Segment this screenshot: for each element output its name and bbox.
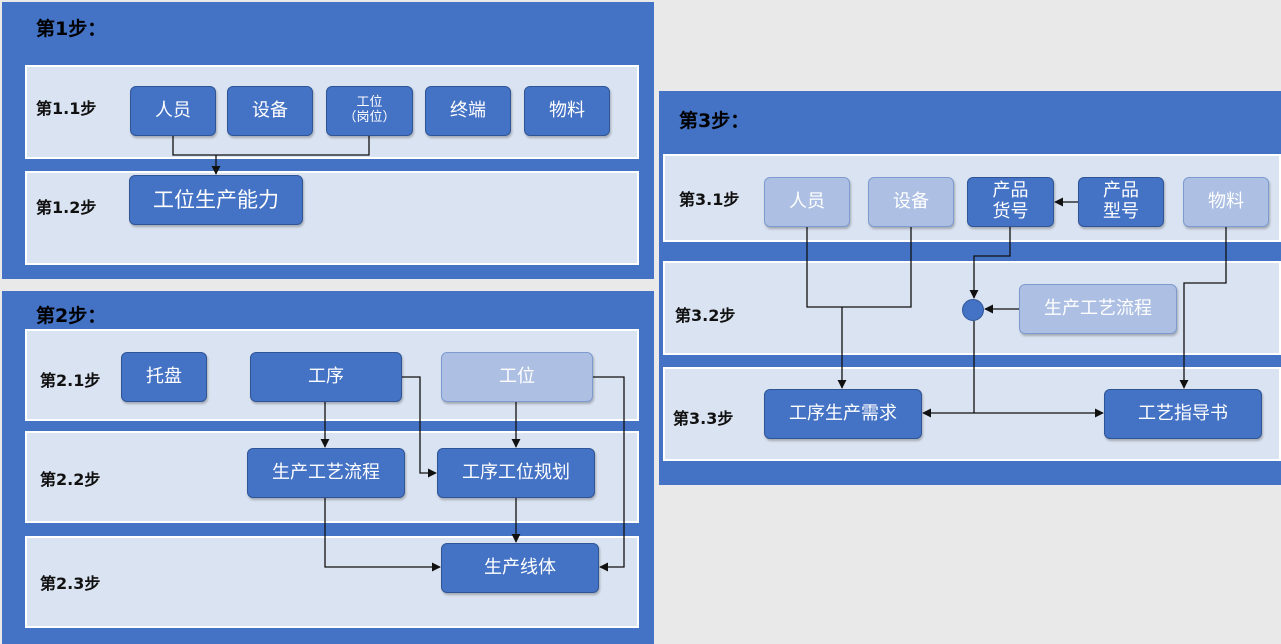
step2-panel: 第2步：: [2, 291, 654, 644]
s3-product-model-label-1: 产品: [1103, 180, 1139, 202]
s3-flow-box[interactable]: 生产工艺流程: [1019, 284, 1177, 334]
s1-terminal-label: 终端: [450, 99, 486, 121]
s3-demand-box[interactable]: 工序生产需求: [764, 389, 922, 439]
step2-title: 第2步：: [36, 305, 107, 327]
s3-material-label: 物料: [1208, 190, 1244, 212]
s2-line-label: 生产线体: [484, 556, 556, 578]
s1-person-box[interactable]: 人员: [130, 86, 216, 136]
s2-flow-box[interactable]: 生产工艺流程: [247, 448, 405, 498]
s2-line-box[interactable]: 生产线体: [441, 543, 599, 593]
step2-row2-label: 第2.2步: [40, 470, 101, 489]
s1-equipment-label: 设备: [252, 99, 288, 121]
s2-flow-label: 生产工艺流程: [272, 461, 380, 483]
step2-row1-label: 第2.1步: [40, 371, 101, 390]
step1-row2: [25, 171, 639, 265]
s1-equipment-box[interactable]: 设备: [227, 86, 313, 136]
step1-row1-label: 第1.1步: [36, 99, 97, 118]
s3-material-box[interactable]: 物料: [1183, 177, 1269, 227]
s2-pallet-label: 托盘: [146, 365, 182, 387]
s3-instruction-box[interactable]: 工艺指导书: [1104, 389, 1262, 439]
step3-row2-label: 第3.2步: [675, 306, 736, 325]
s1-material-box[interactable]: 物料: [524, 86, 610, 136]
s3-product-item-label-1: 产品: [992, 180, 1029, 202]
s2-process-box[interactable]: 工序: [250, 352, 402, 402]
s3-equipment-box[interactable]: 设备: [868, 177, 954, 227]
step3-row3-label: 第3.3步: [673, 409, 734, 428]
s1-terminal-box[interactable]: 终端: [425, 86, 511, 136]
s1-station-box[interactable]: 工位 （岗位）: [326, 86, 413, 136]
s1-station-label-1: 工位: [356, 95, 383, 111]
s2-plan-box[interactable]: 工序工位规划: [437, 448, 595, 498]
s1-capacity-label: 工位生产能力: [153, 187, 279, 212]
s3-demand-label: 工序生产需求: [789, 402, 897, 424]
s1-station-label-2: （岗位）: [343, 110, 396, 125]
s2-process-label: 工序: [308, 365, 344, 387]
s3-product-model-box[interactable]: 产品 型号: [1078, 177, 1164, 227]
s3-person-label: 人员: [789, 190, 825, 212]
s1-person-label: 人员: [155, 99, 191, 121]
s2-station-box[interactable]: 工位: [441, 352, 593, 402]
s2-station-label: 工位: [499, 365, 535, 387]
s2-pallet-box[interactable]: 托盘: [121, 352, 207, 402]
step3-row1-label: 第3.1步: [679, 190, 740, 209]
s3-equipment-label: 设备: [893, 190, 929, 212]
step1-panel: 第1步：: [2, 2, 654, 279]
s3-product-item-label-2: 货号: [992, 201, 1029, 222]
s3-instruction-label: 工艺指导书: [1138, 402, 1228, 424]
step2-row3-label: 第2.3步: [40, 574, 101, 593]
step3-title: 第3步：: [679, 110, 750, 132]
s1-capacity-box[interactable]: 工位生产能力: [129, 175, 303, 225]
s3-person-box[interactable]: 人员: [764, 177, 850, 227]
step1-title: 第1步：: [36, 18, 107, 40]
s3-product-item-box[interactable]: 产品 货号: [967, 177, 1054, 227]
s3-product-model-label-2: 型号: [1103, 201, 1139, 222]
step1-row2-label: 第1.2步: [36, 198, 97, 217]
s3-merge-node: [962, 299, 984, 321]
s2-plan-label: 工序工位规划: [462, 461, 570, 483]
s1-material-label: 物料: [549, 99, 585, 121]
s3-flow-label: 生产工艺流程: [1044, 297, 1152, 319]
